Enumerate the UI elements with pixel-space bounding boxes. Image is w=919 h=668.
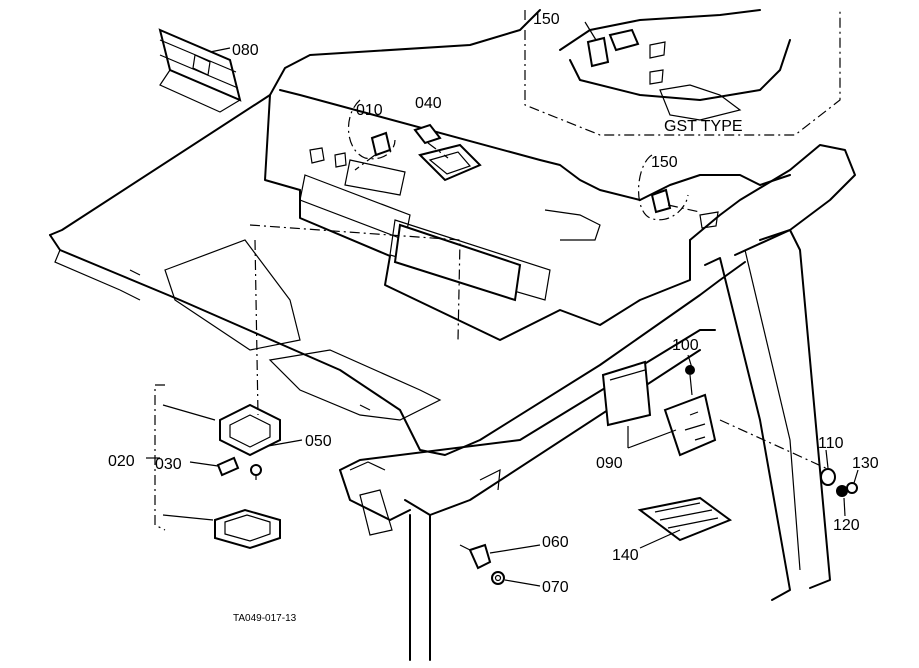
part-140-decal	[637, 496, 733, 542]
roof-panel	[49, 9, 856, 456]
callout-020: 020	[108, 453, 135, 470]
part-090-lamp	[601, 360, 831, 471]
hardware	[459, 468, 858, 585]
callout-050: 050	[305, 433, 332, 450]
leader-lines	[146, 21, 859, 587]
callout-110: 110	[818, 435, 844, 452]
part-150-main	[638, 154, 701, 221]
callout-030: 030	[155, 456, 182, 473]
callout-070: 070	[542, 579, 569, 596]
part-080-trim	[158, 28, 242, 113]
callout-140: 140	[612, 547, 639, 564]
callout-060: 060	[542, 534, 569, 551]
cab-pillars	[339, 229, 831, 661]
callout-120: 120	[833, 517, 860, 534]
callout-150-inset: 150	[533, 11, 560, 28]
inset-label: GST TYPE	[664, 118, 743, 135]
parts-010-040	[347, 99, 449, 171]
callout-100: 100	[672, 337, 699, 354]
callout-040: 040	[415, 95, 442, 112]
callout-130: 130	[852, 455, 879, 472]
gst-type-inset	[524, 9, 841, 136]
figure-code: TA049-017-13	[233, 613, 297, 624]
callout-080: 080	[232, 42, 259, 59]
callout-150-main: 150	[651, 154, 678, 171]
callout-010: 010	[356, 102, 383, 119]
dome-lamp-group	[154, 224, 461, 550]
callout-090: 090	[596, 455, 623, 472]
